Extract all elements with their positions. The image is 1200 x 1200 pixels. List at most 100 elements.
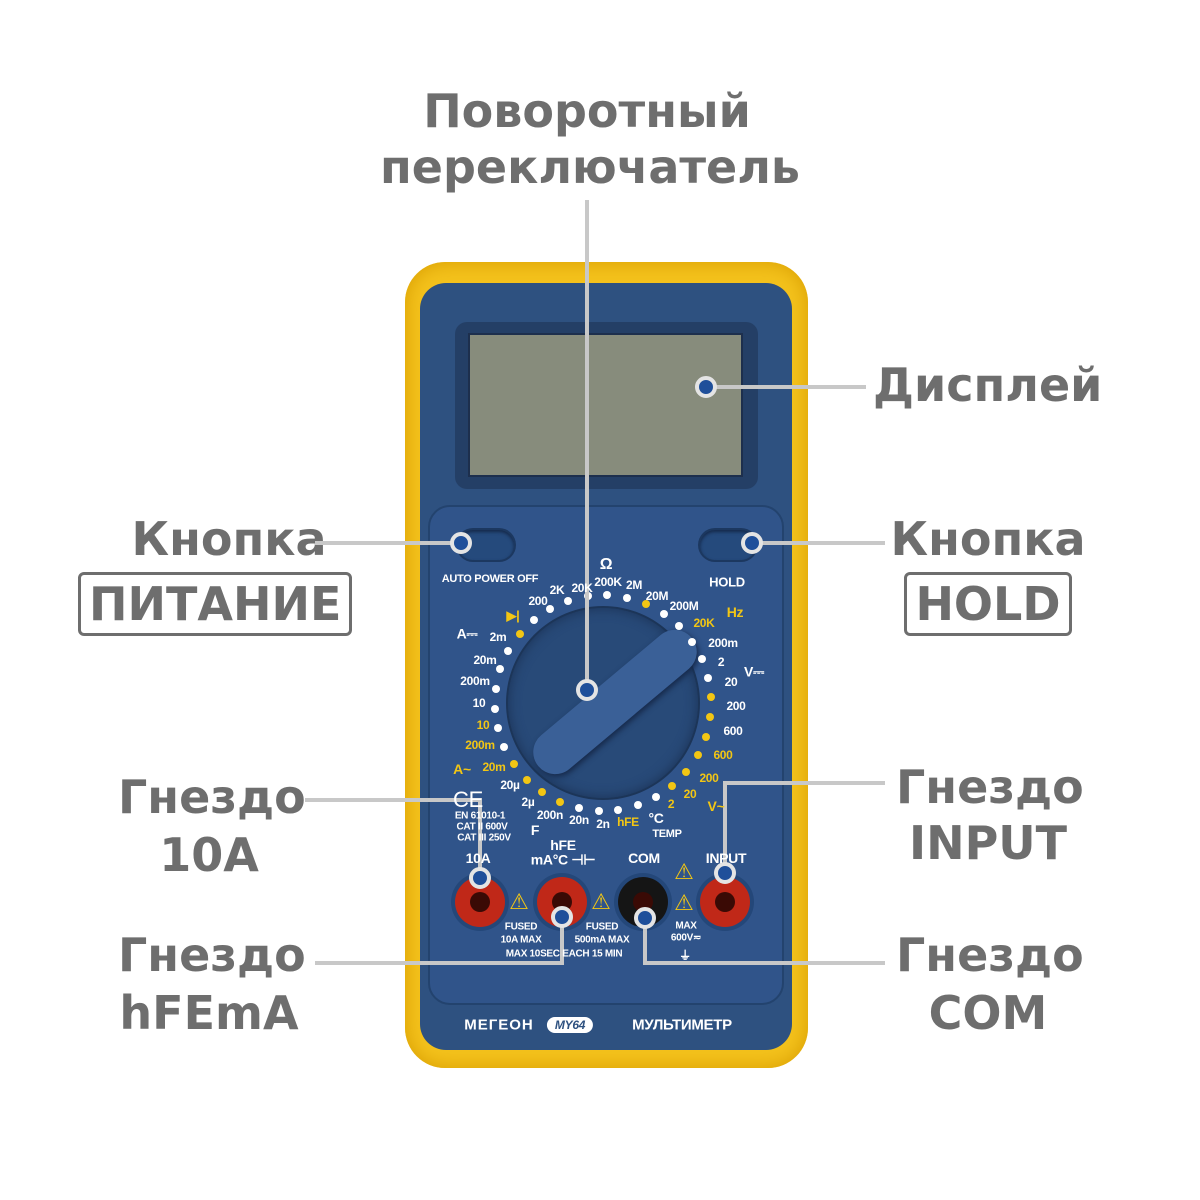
dial-label: 2µ <box>521 795 535 809</box>
leader-line <box>315 961 564 965</box>
dial-label: 20M <box>645 589 669 603</box>
dial-label: 20 <box>724 675 738 689</box>
callout-pin <box>576 679 598 701</box>
hold-label: HOLD <box>709 574 745 590</box>
dial-label: 200m <box>708 636 738 650</box>
jack-label-hfe: hFE <box>550 837 576 853</box>
callout-pin <box>469 867 491 889</box>
fused-label: FUSED <box>504 921 538 933</box>
fused-label: 500mA MAX <box>574 934 630 946</box>
dial-position-dot <box>491 704 500 713</box>
dial-position-dot <box>687 637 696 646</box>
fused-label: FUSED <box>585 921 619 933</box>
leader-line <box>752 541 885 545</box>
dial-label: 20m <box>482 760 506 774</box>
dial-position-dot <box>529 616 538 625</box>
dial-label: Hz <box>726 604 744 620</box>
dial-label: 600 <box>713 748 733 762</box>
callout-hold: Кнопка HOLD <box>890 516 1086 636</box>
jack-input[interactable] <box>700 877 750 927</box>
callout-jack-hfe-line1: Гнездо <box>118 928 306 982</box>
callout-power-label: Кнопка <box>131 512 327 566</box>
dial-label: °C <box>648 810 664 826</box>
callout-jack-com-line1: Гнездо <box>896 928 1084 982</box>
ground-icon: ⏚ <box>679 948 691 963</box>
high-voltage-warning-icon: ⚠ <box>674 859 694 884</box>
warning-icon: ⚠ <box>674 890 694 915</box>
lcd-display <box>468 333 743 477</box>
dial-label: 200 <box>726 699 746 713</box>
model-badge: MY64 <box>546 1017 594 1033</box>
callout-switch: Поворотный переключатель <box>380 84 800 194</box>
dial-label: V~ <box>707 798 725 814</box>
dial-label: 20m <box>473 653 497 667</box>
dial-position-dot <box>614 805 623 814</box>
callout-jack-input: Гнездо INPUT <box>896 760 1084 866</box>
callout-jack-input-line1: Гнездо <box>896 760 1084 814</box>
callout-switch-line1: Поворотный <box>423 84 751 138</box>
callout-pin <box>551 906 573 928</box>
dial-label: 2m <box>489 630 507 644</box>
dial-label: 10 <box>472 696 486 710</box>
dial-label: V⎓ <box>744 663 764 680</box>
dial-label: 200m <box>460 674 490 688</box>
auto-power-off-label: AUTO POWER OFF <box>441 573 539 585</box>
standard-line: CAT III 250V <box>457 832 511 844</box>
jack-label-com: COM <box>628 850 660 866</box>
dial-position-dot <box>697 654 706 663</box>
product-name: МУЛЬТИМЕТР <box>632 1016 732 1034</box>
ce-mark: CE <box>453 787 483 812</box>
dial-position-dot <box>682 767 691 776</box>
dial-position-dot <box>603 591 612 600</box>
dial-label: 200K <box>594 575 622 589</box>
fused-label: 10A MAX <box>500 934 542 946</box>
dial-label: 200 <box>528 594 548 608</box>
dial-position-dot <box>701 732 710 741</box>
jack-label-ma: mA°C ⊣⊢ <box>530 851 596 868</box>
dial-label: 2M <box>625 578 643 592</box>
dial-position-dot <box>564 596 573 605</box>
callout-pin <box>634 907 656 929</box>
callout-jack-10a-line2: 10A <box>159 828 259 882</box>
dial-position-dot <box>633 801 642 810</box>
callout-jack-10a: Гнездо 10A <box>118 774 306 882</box>
leader-line <box>706 385 866 389</box>
diode-continuity-icon: ▶| <box>506 608 520 623</box>
callout-hold-boxed: HOLD <box>904 572 1072 636</box>
dial-position-dot <box>706 713 715 722</box>
callout-pin <box>741 532 763 554</box>
dial-position-dot <box>659 609 668 618</box>
dial-label: 2n <box>596 817 610 831</box>
max-voltage-label: MAX <box>675 920 697 932</box>
jack-label-10a: 10A <box>465 850 491 866</box>
dial-label: 2 <box>667 797 675 811</box>
dial-position-dot <box>493 724 502 733</box>
dial-position-dot <box>623 593 632 602</box>
jack-label-input: INPUT <box>705 850 747 866</box>
leader-line <box>585 200 589 690</box>
callout-switch-line2: переключатель <box>380 140 800 194</box>
leader-line <box>643 918 647 965</box>
max-time-label: MAX 10SEC EACH 15 MIN <box>505 948 623 960</box>
callout-power: Кнопка ПИТАНИЕ <box>78 512 353 636</box>
dial-label: 20K <box>693 616 715 630</box>
leader-line <box>723 781 885 785</box>
leader-line <box>305 798 482 802</box>
dial-position-dot <box>545 604 554 613</box>
callout-hold-label: Кнопка <box>890 512 1086 566</box>
dial-label: A~ <box>453 761 471 777</box>
brand-logo: МЕГЕОН <box>464 1016 534 1034</box>
leader-line <box>723 781 727 873</box>
warning-icon: ⚠ <box>509 889 529 914</box>
dial-label: 20µ <box>500 778 520 792</box>
dial-position-dot <box>510 760 519 769</box>
dial-label: 20 <box>683 787 697 801</box>
max-voltage-label: 600V≂ <box>670 932 702 944</box>
callout-power-boxed: ПИТАНИЕ <box>78 572 353 636</box>
callout-display: Дисплей <box>873 358 1103 412</box>
leader-line <box>478 798 482 878</box>
dial-position-dot <box>704 673 712 682</box>
dial-label: 20n <box>569 813 589 827</box>
callout-jack-com-line2: COM <box>928 986 1048 1040</box>
dial-position-dot <box>668 781 677 790</box>
